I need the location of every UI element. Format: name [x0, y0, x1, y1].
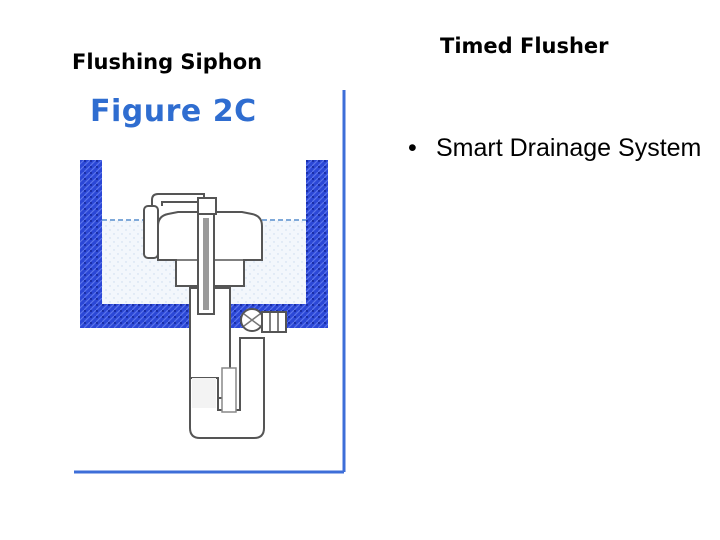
bullet-text: Smart Drainage System	[436, 134, 702, 162]
left-heading: Flushing Siphon	[72, 50, 263, 74]
right-heading: Timed Flusher	[440, 34, 609, 58]
figure-panel: Figure 2C	[72, 88, 350, 478]
bullet-item: • Smart Drainage System	[408, 132, 708, 165]
bullet-list: • Smart Drainage System	[408, 132, 708, 165]
flushing-siphon-diagram-icon	[74, 90, 346, 474]
bullet-icon: •	[408, 134, 417, 162]
figure-label: Figure 2C	[90, 94, 257, 129]
